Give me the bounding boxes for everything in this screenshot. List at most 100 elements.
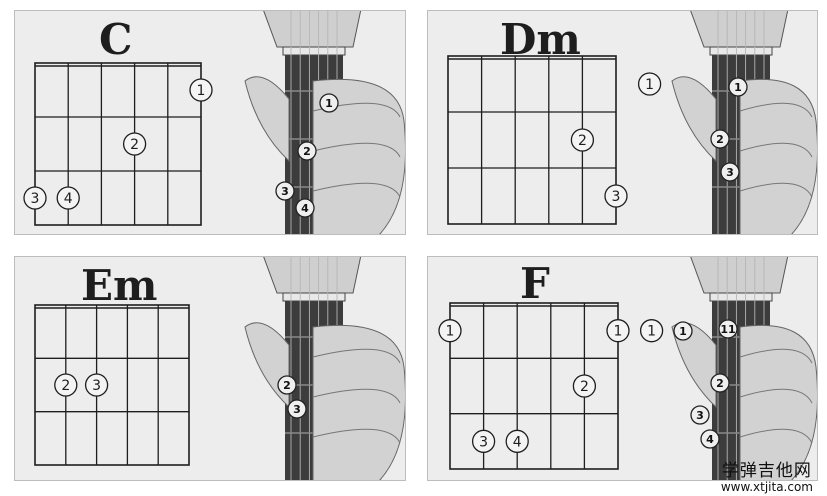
chord-diagram: 1 1 1 2 3 4 xyxy=(438,302,664,470)
thumb xyxy=(244,76,290,163)
finger-marker: 1 xyxy=(189,78,213,102)
photo-finger-marker: 2 xyxy=(277,375,297,395)
photo-finger-marker: 3 xyxy=(720,162,740,182)
svg-text:1: 1 xyxy=(614,324,623,340)
hand-photo: 23 xyxy=(244,257,405,480)
fretting-hand xyxy=(312,78,405,234)
finger-marker: 4 xyxy=(56,186,80,210)
finger-outline xyxy=(739,182,813,198)
finger-outline xyxy=(312,182,401,198)
headstock xyxy=(263,257,362,294)
svg-text:4: 4 xyxy=(513,434,522,450)
finger-marker: 2 xyxy=(122,132,147,156)
svg-text:3: 3 xyxy=(696,409,704,422)
photo-finger-marker: 3 xyxy=(690,405,710,425)
photo-finger-marker: 4 xyxy=(700,429,720,449)
finger-outline xyxy=(739,428,813,444)
photo-finger-marker: 2 xyxy=(710,373,730,393)
chord-name: Em xyxy=(81,261,158,310)
svg-text:4: 4 xyxy=(64,191,73,207)
fretboard-frame xyxy=(449,302,619,470)
svg-text:1: 1 xyxy=(446,324,455,340)
chord-panel-dm: Dm 1 2 3 1 2 3 xyxy=(427,10,818,235)
fretboard-frame xyxy=(447,55,617,225)
svg-text:2: 2 xyxy=(130,137,139,153)
svg-text:2: 2 xyxy=(580,379,589,395)
finger-outline xyxy=(739,348,813,364)
svg-text:4: 4 xyxy=(301,202,309,215)
site-watermark: 学弹吉他网 www.xtjita.com xyxy=(721,462,813,494)
svg-text:2: 2 xyxy=(716,133,724,146)
fretboard-frame xyxy=(34,62,202,226)
svg-text:3: 3 xyxy=(92,378,101,394)
svg-text:1: 1 xyxy=(679,325,687,338)
fretboard-frame xyxy=(34,304,190,466)
svg-text:1: 1 xyxy=(325,97,333,110)
finger-marker: 2 xyxy=(54,373,78,397)
svg-text:3: 3 xyxy=(293,403,301,416)
svg-text:3: 3 xyxy=(281,185,289,198)
headstock xyxy=(690,11,789,48)
photo-finger-marker: 3 xyxy=(287,399,307,419)
finger-marker: 3 xyxy=(471,429,496,453)
finger-marker: 4 xyxy=(505,429,529,453)
thumb xyxy=(671,76,717,163)
finger-marker: 1 xyxy=(438,319,462,343)
watermark-title: 学弹吉他网 xyxy=(721,461,812,482)
photo-finger-marker: 1 xyxy=(319,93,339,113)
hand-photo: 1 2 3 xyxy=(671,11,817,234)
photo-finger-marker: 4 xyxy=(295,198,315,218)
finger-marker: 1 xyxy=(606,319,630,343)
finger-outline xyxy=(312,428,401,444)
finger-marker: 3 xyxy=(23,186,47,210)
photo-finger-marker: 3 xyxy=(275,181,295,201)
svg-text:1: 1 xyxy=(734,81,742,94)
headstock xyxy=(263,11,362,48)
photo-finger-marker: 2 xyxy=(710,129,730,149)
finger-outline xyxy=(312,388,401,404)
finger-outline xyxy=(312,348,401,364)
svg-text:2: 2 xyxy=(61,378,70,394)
svg-text:2: 2 xyxy=(303,145,311,158)
fretting-hand xyxy=(739,324,817,480)
svg-text:11: 11 xyxy=(720,323,735,336)
svg-text:1: 1 xyxy=(645,77,654,93)
chord-name: F xyxy=(520,259,550,308)
svg-text:4: 4 xyxy=(706,433,714,446)
svg-text:3: 3 xyxy=(31,191,40,207)
thumb xyxy=(244,322,290,409)
photo-finger-marker: 2 xyxy=(297,141,317,161)
headstock xyxy=(690,257,789,294)
chord-diagram: 1 2 3 xyxy=(447,55,662,225)
chord-diagram: 1 2 3 4 xyxy=(23,62,213,226)
finger-outline xyxy=(739,102,813,118)
finger-marker: 3 xyxy=(84,373,109,397)
finger-outline xyxy=(739,388,813,404)
hand-photo: 1 2 34 xyxy=(244,11,405,234)
photo-finger-marker: 1 xyxy=(673,321,693,341)
chord-name: Dm xyxy=(500,15,581,64)
finger-outline xyxy=(312,142,401,158)
svg-text:3: 3 xyxy=(479,434,488,450)
fretting-hand xyxy=(312,324,405,480)
svg-text:1: 1 xyxy=(197,83,206,99)
finger-marker: 1 xyxy=(639,319,664,343)
svg-text:2: 2 xyxy=(283,379,291,392)
svg-text:1: 1 xyxy=(647,324,656,340)
finger-marker: 2 xyxy=(570,128,595,152)
svg-text:2: 2 xyxy=(578,133,587,149)
finger-marker: 2 xyxy=(572,374,597,398)
finger-marker: 1 xyxy=(637,72,662,96)
svg-text:3: 3 xyxy=(726,166,734,179)
chord-name: C xyxy=(99,15,133,64)
photo-finger-marker: 1 xyxy=(728,77,748,97)
fretting-hand xyxy=(739,78,817,234)
finger-marker: 3 xyxy=(604,184,628,208)
svg-text:3: 3 xyxy=(612,189,621,205)
watermark-url: www.xtjita.com xyxy=(720,479,813,494)
